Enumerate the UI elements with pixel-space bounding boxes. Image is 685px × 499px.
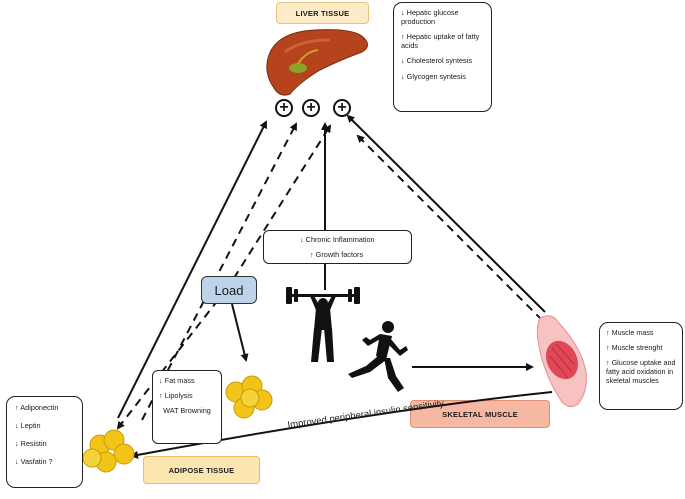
adipokine-4: ↓ Vasfatin ? [15, 457, 53, 467]
muscle-effect-1: ↑ Muscle mass [606, 328, 654, 337]
liver-tissue-tag: LIVER TISSUE [276, 2, 369, 24]
muscle-effect-3: ↑ Glucose uptake and fatty acid oxidatio… [606, 358, 676, 385]
center-effect-2: ↑ Growth factors [310, 250, 364, 260]
fat-effect-1: ↓ Fat mass [159, 376, 195, 385]
dashed-arrow-load-to-liver [233, 124, 332, 279]
center-effects-box: ↓ Chronic Inflammation ↑ Growth factors [263, 230, 412, 264]
muscle-effects-box: ↑ Muscle mass ↑ Muscle strenght ↑ Glucos… [599, 322, 683, 410]
liver-effect-1: ↓ Hepatic glucose production [401, 8, 459, 27]
muscle-icon [536, 315, 587, 408]
liver-effect-4: ↓ Glycogen syntesis [401, 71, 466, 81]
plus-symbol-2: + [302, 99, 320, 117]
plus-symbol-1: + [275, 99, 293, 117]
adipose-tissue-tag: ADIPOSE TISSUE [143, 456, 260, 484]
runner-icon [348, 321, 408, 392]
liver-effects-box: ↓ Hepatic glucose production ↑ Hepatic u… [393, 2, 492, 112]
plus-symbol-3: + [333, 99, 351, 117]
muscle-effect-2: ↑ Muscle strenght [606, 343, 663, 352]
fat-effect-3: WAT Browning [163, 406, 211, 416]
liver-effect-2: ↑ Hepatic uptake of fatty acids [401, 32, 480, 51]
adipokine-2: ↓ Leptin [15, 421, 41, 431]
arrow-insulin-sensitivity [130, 391, 553, 459]
adipokine-3: ↓ Resistin [15, 439, 47, 449]
dashed-arrow-muscle-to-liver [356, 134, 553, 331]
fat-cells-icon [225, 375, 273, 419]
adipose-cells-icon [82, 429, 135, 473]
fat-effect-2: ↑ Lipolysis [159, 391, 193, 401]
liver-effect-3: ↓ Cholesterol syntesis [401, 56, 472, 66]
weightlifter-icon [286, 287, 360, 362]
liver-icon [266, 29, 368, 96]
arrow-adipose-to-liver [117, 120, 267, 419]
insulin-sensitivity-label: Improved peripheral insulin sensitivity [287, 398, 445, 431]
load-box: Load [201, 276, 257, 304]
adipokine-1: ↑ Adiponectin [15, 403, 59, 412]
adipokines-box: ↑ Adiponectin ↓ Leptin ↓ Resistin ↓ Vasf… [6, 396, 83, 488]
center-effect-1: ↓ Chronic Inflammation [300, 235, 375, 244]
arrow-muscle-to-liver [346, 114, 546, 313]
fat-effects-box: ↓ Fat mass ↑ Lipolysis WAT Browning [152, 370, 222, 444]
arrow-load-to-fat [231, 303, 249, 362]
